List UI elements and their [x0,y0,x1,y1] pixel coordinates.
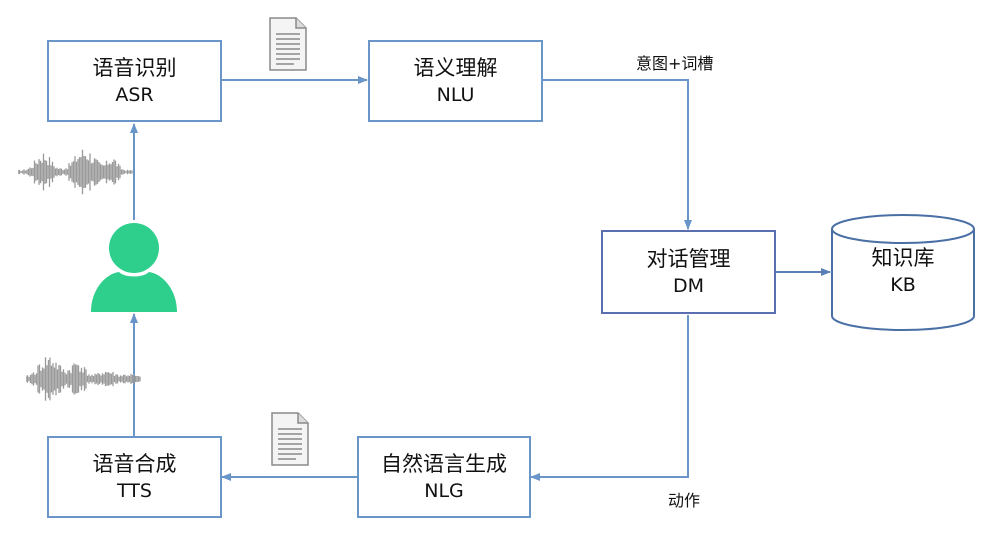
audio-waveform-icon [18,149,133,195]
edge-label-intent-slot: 意图+词槽 [636,54,714,73]
node-nlu-abbr: NLU [436,84,475,106]
node-dm-abbr: DM [672,275,705,297]
document-icon [271,412,309,466]
edge-dm-to-nlg [530,315,689,481]
node-kb-abbr: KB [890,274,916,296]
edge-nlu-to-dm [543,79,692,230]
user-icon [91,223,177,312]
node-kb: 知识库 KB [832,244,974,298]
node-tts-abbr: TTS [117,480,152,502]
audio-waveform-icon [26,357,141,401]
node-nlg-title: 自然语言生成 [381,452,507,476]
node-nlu: 语义理解 NLU [368,40,543,122]
node-asr: 语音识别 ASR [47,40,222,122]
edge-label-action: 动作 [668,491,701,510]
document-icon [269,17,307,71]
node-tts-title: 语音合成 [92,452,177,476]
node-nlg: 自然语言生成 NLG [357,436,531,518]
kb-cylinder [831,214,975,331]
node-asr-abbr: ASR [115,84,154,106]
node-tts: 语音合成 TTS [47,436,222,518]
node-kb-title: 知识库 [871,246,935,270]
node-dm-title: 对话管理 [646,247,731,271]
node-nlg-abbr: NLG [424,480,464,502]
node-asr-title: 语音识别 [92,56,177,80]
node-nlu-title: 语义理解 [413,56,498,80]
node-dm: 对话管理 DM [601,230,776,314]
